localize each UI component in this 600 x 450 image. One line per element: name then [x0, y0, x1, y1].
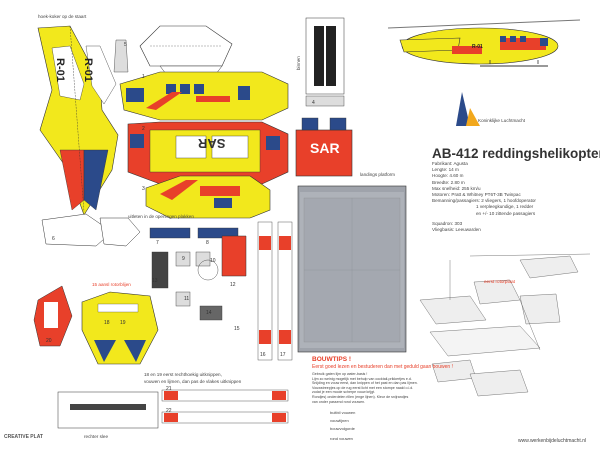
part-number: 5: [124, 42, 127, 48]
legend-item: rond vouwen: [330, 436, 353, 441]
tail-boom-label: hoek-koker op de staart: [38, 14, 87, 19]
part-number: 22: [166, 408, 172, 414]
part-number: 18: [104, 320, 110, 326]
part-number: 2: [142, 126, 145, 132]
part-number: 13: [152, 278, 158, 284]
yellow-nose-part: [81, 291, 159, 365]
legend-item: bouwvolgorde: [330, 426, 355, 431]
part-number: 20: [46, 338, 52, 344]
landing-platform-label: landings platform: [360, 172, 395, 177]
side-label: 15 aansl rotorblijen: [92, 282, 131, 287]
fold-note-2: vouwen en lijmen, dan pas de vlakes uitk…: [144, 379, 242, 384]
tip-line: Gebruik gaten lijm op water-basis !: [312, 372, 368, 376]
tip-line: van onder passend rond vouwen.: [312, 399, 366, 404]
rotor-hub-parts: [151, 251, 223, 321]
part-number: 21: [166, 386, 172, 392]
cutouts-label: uitleten in de openingen plakken: [128, 214, 194, 219]
part-number: 10: [210, 258, 216, 264]
spec-line: Hoogte: 4.60 m: [432, 173, 464, 179]
kl-logo: [456, 92, 480, 126]
part-number: 7: [156, 240, 159, 246]
specs-block: Fabrikant: Agusta Lengte: 14 m Hoogte: 4…: [432, 161, 536, 233]
registration-label-1: R-01: [82, 58, 94, 82]
tip-line: Lijm zo weinig mogelijk met behulp van c…: [312, 376, 412, 381]
stand-part: [113, 39, 129, 73]
registration-label-2: R-01: [54, 58, 66, 82]
nose-red-part: [33, 285, 73, 347]
part-number: 15: [234, 326, 240, 332]
tip-line: zodat je een mooie scherpe vouw krijgt.: [312, 390, 376, 395]
rear-rotor-label: eerst rotorplaat: [484, 279, 515, 284]
spec-line: en +/- 10 zittende passagiers: [476, 210, 536, 216]
part-number: 11: [184, 296, 190, 302]
part-number: 9: [182, 256, 185, 262]
fold-note-1: 18 en 19 eerst rechthoekig uitknippen,: [144, 372, 222, 377]
spec-line: 1 verpleegkundige, 1 redder: [476, 204, 534, 210]
part-number: 6: [52, 236, 55, 242]
landing-platform-part: [297, 185, 407, 353]
tips-block: Gebruik gaten lijm op water-basis ! Lijm…: [312, 372, 418, 404]
legend-item: buitbil vouwen: [330, 410, 356, 415]
part-number: 17: [280, 352, 286, 358]
cockpit-label: binnen: [296, 56, 301, 70]
rotor-blades-vertical: [257, 221, 293, 361]
part-number: 8: [206, 240, 209, 246]
part-number: 4: [312, 100, 315, 106]
part-number: 16: [260, 352, 266, 358]
page-title: AB-412 reddingshelikopter: [432, 146, 600, 161]
part-number: 19: [120, 320, 126, 326]
part-number: 1: [142, 74, 145, 80]
spec-line: Fabrikant: Agusta: [432, 161, 468, 166]
panel-cutouts: [41, 213, 239, 247]
helicopter-reg: R-01: [472, 44, 483, 50]
fuselage-upper-part: [119, 71, 289, 121]
fuselage-lower-part: [145, 175, 271, 219]
spec-line: Motoren: Pratt & Whitney PT6T-3B Twinpac: [432, 192, 521, 198]
red-fin-part: [221, 235, 247, 277]
rotor-blades-horizontal: [161, 389, 289, 424]
skid-part: [57, 391, 159, 429]
spec-line: Bemanning/passagiers: 2 vliegers, 1 hoof…: [432, 198, 536, 204]
website-url: www.werkenbijdeluchtmacht.nl: [518, 438, 587, 444]
rotor-mast-part: [305, 17, 345, 107]
part-number: 12: [230, 282, 236, 288]
spec-line: Squadron: 303: [432, 220, 463, 226]
spec-line: Lengte: 14 m: [432, 167, 459, 173]
tips-title: BOUWTIPS !: [312, 356, 351, 363]
part-number: 14: [206, 310, 212, 316]
tips-subtitle: Eerst goed lezen en bestuderen dan met g…: [312, 364, 453, 370]
assembly-diagram: [419, 253, 591, 397]
creative-plat-logo: CREATIVE PLAT: [4, 434, 43, 440]
helicopter-illustration: [387, 19, 581, 67]
tail-boom-part: [37, 25, 119, 216]
part-number: 3: [142, 186, 145, 192]
fuselage-middle-part: [127, 121, 289, 185]
tip-line: Snijding en vouw eerst, dan knippen of h…: [312, 381, 418, 386]
legend-item: vouwlijnen: [330, 418, 349, 423]
spec-line: Max snelheid: 255 km/u: [432, 185, 481, 191]
sar-label-fuselage: SAR: [198, 136, 226, 151]
rechter-slee-label: rechter slee: [84, 434, 109, 439]
spec-line: Vliegbasis: Leeuwarden: [432, 227, 481, 233]
sar-nose-part: [295, 117, 353, 177]
tip-line: Vouwstreepjes op de rug eerst licht met …: [312, 385, 414, 390]
kl-logo-text: Koninklijke Luchtmacht: [478, 118, 525, 123]
spec-line: Breedte: 2.80 m: [432, 179, 465, 185]
tip-line: Rondjes) onderdelen rillen (enge lijnen)…: [312, 394, 409, 399]
sar-label-nose: SAR: [310, 140, 340, 156]
